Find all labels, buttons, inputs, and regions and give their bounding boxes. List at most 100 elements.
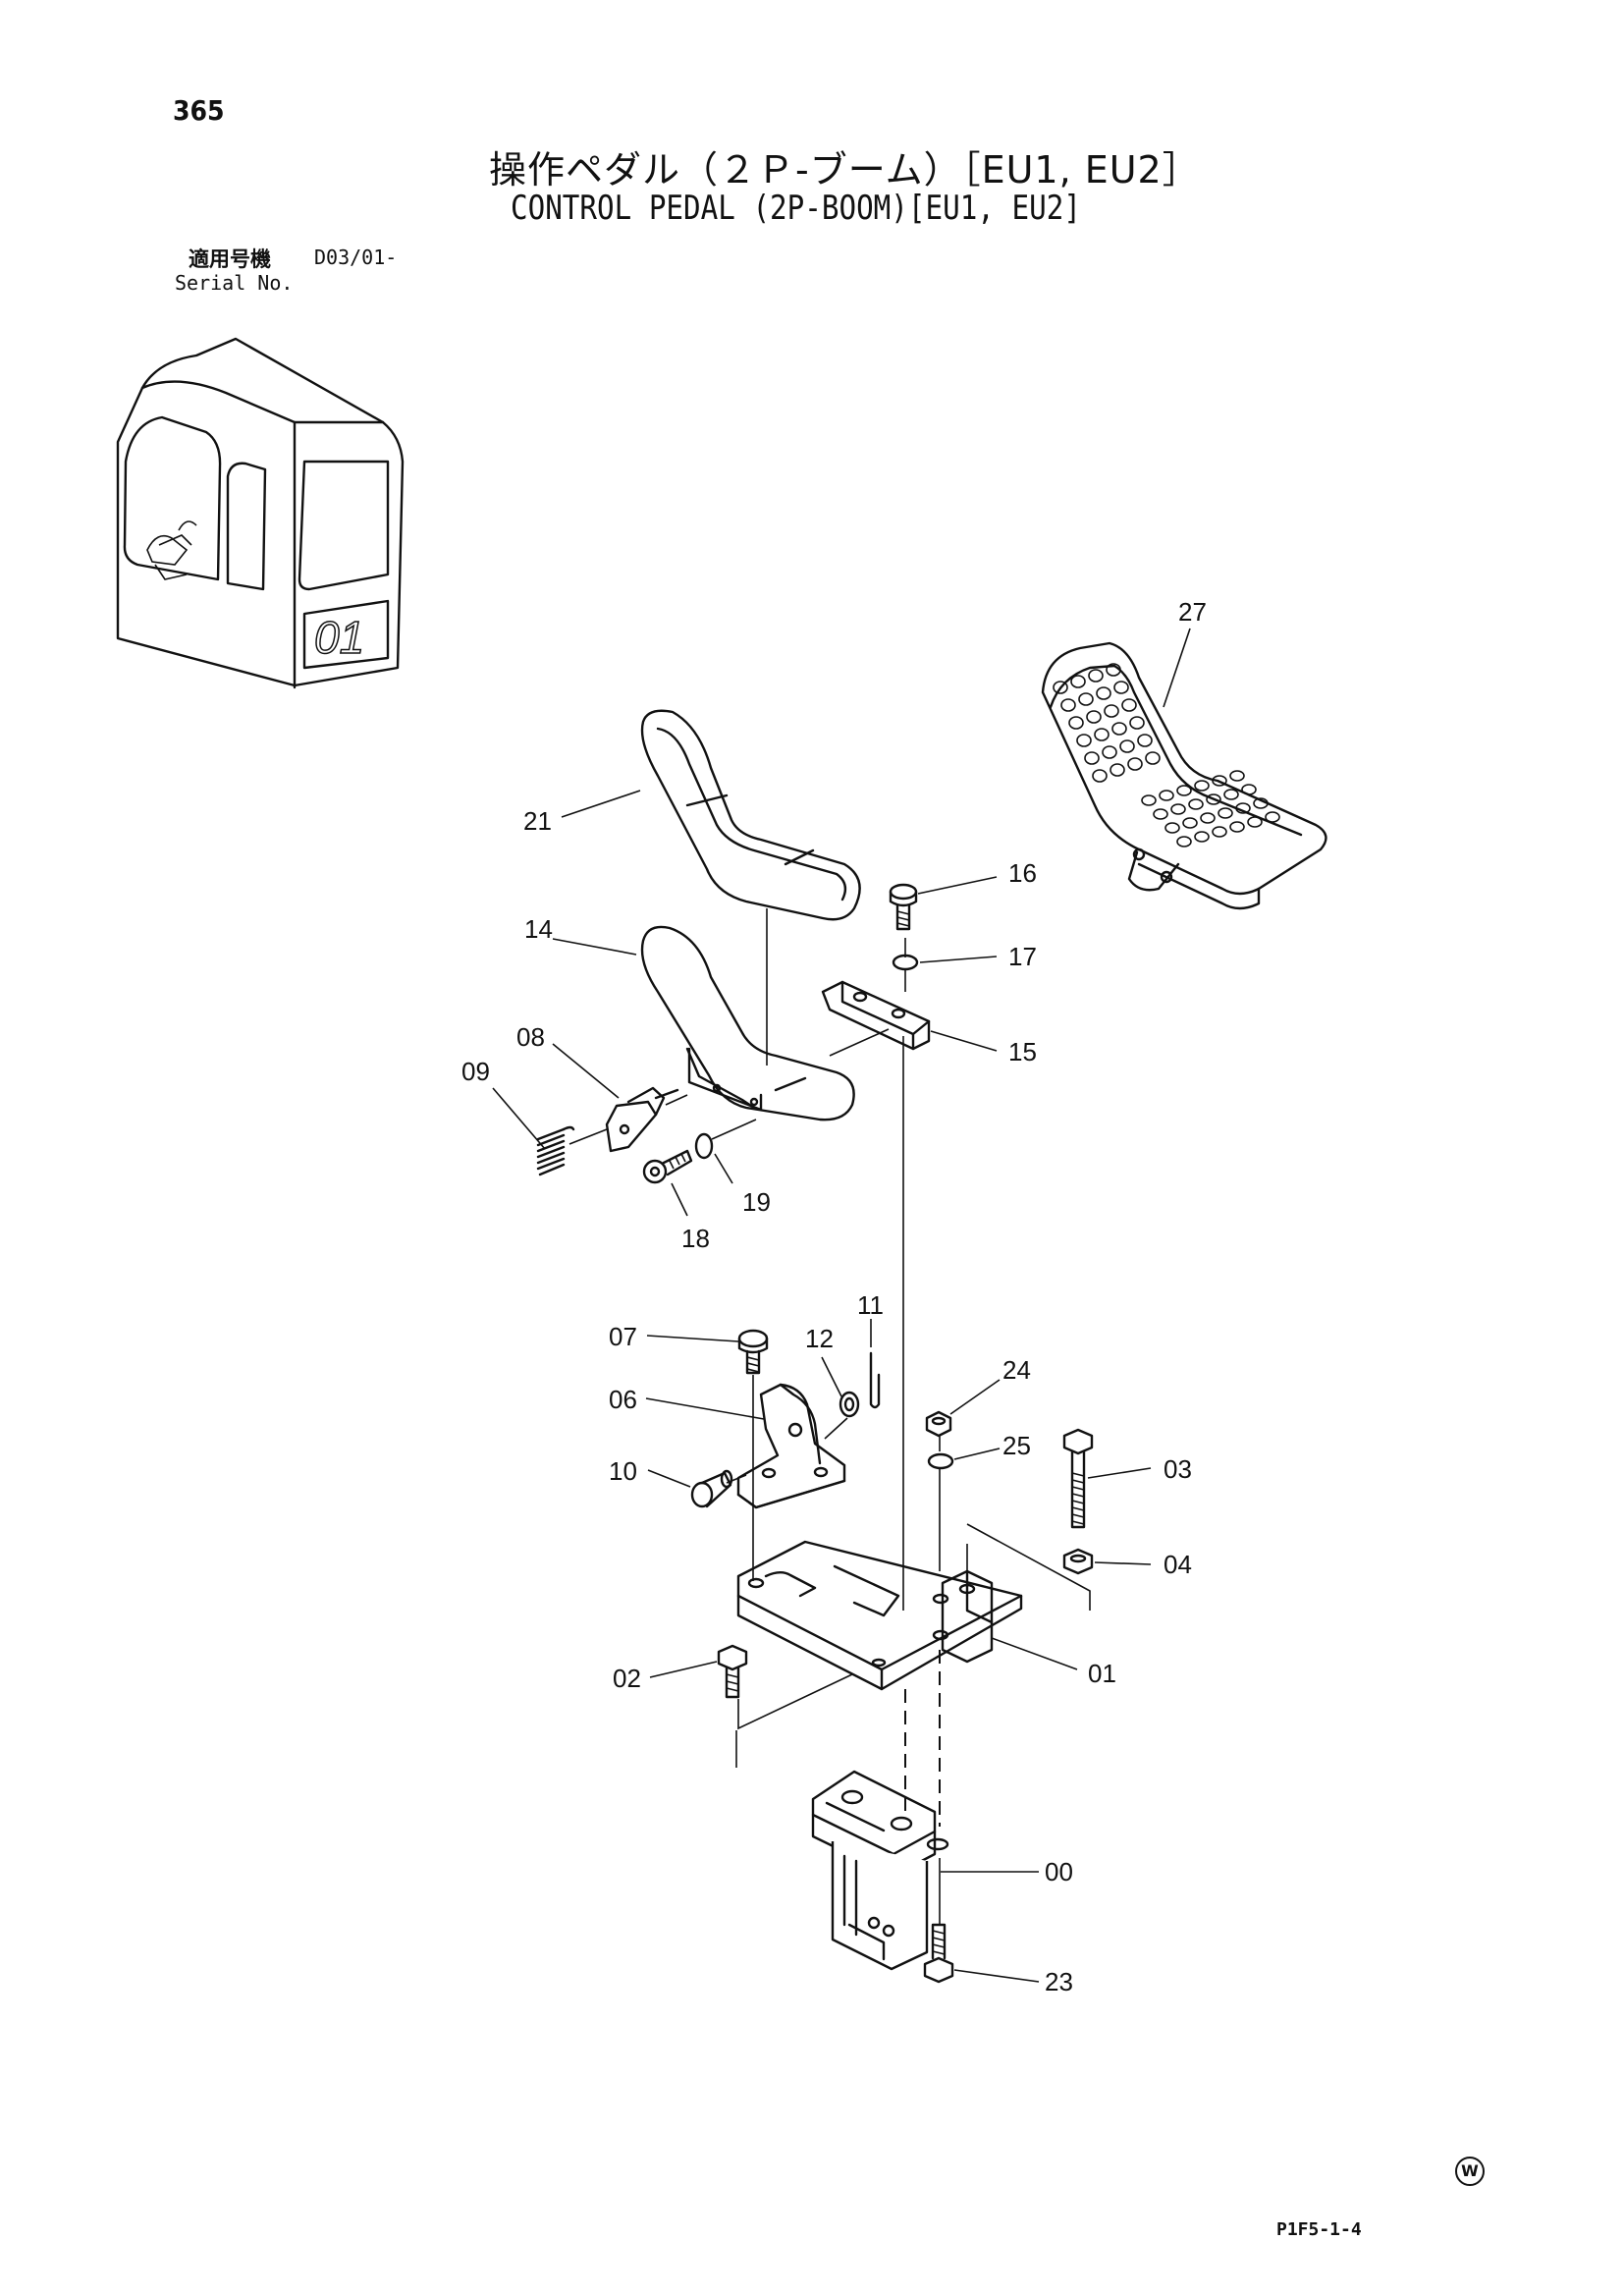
grip-dot [1153, 808, 1168, 820]
part-12-washer [839, 1391, 860, 1418]
grip-dot [1078, 692, 1094, 706]
part-00-pilot-valve [811, 1770, 949, 1971]
grip-dot [1106, 663, 1121, 677]
label-09: 09 [461, 1057, 490, 1086]
part-07-bolt [737, 1329, 769, 1375]
grip-dot [1111, 722, 1127, 736]
grip-dot [1092, 769, 1108, 783]
title-english: CONTROL PEDAL (2P-BOOM)[EU1, EU2] [511, 189, 1081, 228]
part-04-nut [1062, 1548, 1094, 1575]
label-23: 23 [1045, 1967, 1073, 1996]
grip-dot [1229, 821, 1245, 833]
label-12: 12 [805, 1324, 834, 1353]
grip-dot [1113, 681, 1129, 694]
label-01: 01 [1088, 1659, 1116, 1688]
grip-dot [1137, 734, 1153, 747]
grip-dot [1086, 710, 1102, 724]
label-10: 10 [609, 1456, 637, 1486]
grip-dot [1068, 716, 1084, 730]
part-09-spring [536, 1125, 575, 1176]
grip-dot [1141, 794, 1157, 806]
part-02-bolt [717, 1644, 748, 1699]
part-17-washer [892, 954, 919, 971]
part-10-pin [690, 1469, 733, 1508]
leader-lines [492, 628, 1191, 1983]
part-19-washer [694, 1132, 714, 1160]
label-00: 00 [1045, 1857, 1073, 1886]
grip-dot [1060, 698, 1076, 712]
grip-dot [1104, 704, 1119, 718]
page-number: 365 [173, 94, 225, 127]
grip-dot [1200, 812, 1216, 824]
serial-value: D03/01- [314, 246, 398, 269]
part-21-pedal-pad [640, 709, 861, 921]
part-11-cotter-pin [869, 1351, 881, 1409]
part-15-bracket [821, 980, 931, 1051]
label-02: 02 [613, 1664, 641, 1693]
grip-dot [1212, 826, 1227, 838]
part-18-bolt [642, 1149, 693, 1184]
part-number-labels: 27 21 16 14 17 08 15 09 19 18 11 07 12 2… [461, 597, 1207, 1996]
assembly-lines [568, 908, 1091, 1925]
grip-dot [1170, 803, 1186, 815]
grip-dot [1265, 811, 1280, 823]
label-19: 19 [742, 1187, 771, 1217]
part-25-washer [927, 1452, 954, 1470]
grip-dot [1127, 757, 1143, 771]
part-24-nut [925, 1410, 952, 1438]
grip-dot [1182, 817, 1198, 829]
part-16-bolt [889, 883, 918, 931]
label-04: 04 [1164, 1550, 1192, 1579]
grip-dot [1076, 734, 1092, 747]
label-03: 03 [1164, 1454, 1192, 1484]
part-06-pivot-bracket [736, 1383, 846, 1509]
grip-dot [1223, 789, 1239, 800]
part-08-spring-bracket [605, 1086, 679, 1153]
label-24: 24 [1002, 1355, 1031, 1385]
grip-dot [1212, 775, 1227, 787]
part-23-bolt [923, 1923, 954, 1984]
label-07: 07 [609, 1322, 637, 1351]
grip-dot [1129, 716, 1145, 730]
label-14: 14 [524, 914, 553, 944]
grip-dot [1241, 784, 1257, 795]
grip-dot [1096, 686, 1111, 700]
label-18: 18 [681, 1224, 710, 1253]
cab-location-mark: 01 [314, 612, 364, 663]
label-25: 25 [1002, 1431, 1031, 1460]
label-21: 21 [523, 806, 552, 836]
part-14-pedal-plate [640, 925, 855, 1121]
grip-dot [1176, 836, 1192, 847]
grip-dot [1218, 807, 1233, 819]
grip-dot [1145, 751, 1161, 765]
grip-dot [1102, 745, 1117, 759]
label-16: 16 [1008, 858, 1037, 888]
label-17: 17 [1008, 942, 1037, 971]
serial-label-english: Serial No. [175, 271, 294, 295]
grip-dot [1070, 675, 1086, 688]
serial-label-japanese: 適用号機 [189, 247, 271, 271]
grip-dot [1229, 770, 1245, 782]
grip-dot [1164, 822, 1180, 834]
grip-dot [1206, 793, 1221, 805]
grip-dot [1188, 798, 1204, 810]
part-03-bolt [1062, 1428, 1094, 1529]
label-11: 11 [857, 1290, 884, 1320]
grip-dot [1235, 802, 1251, 814]
grip-dot [1121, 698, 1137, 712]
title-japanese: 操作ペダル（２Ｐ-ブーム）［EU1, EU2］ [489, 148, 1201, 191]
grip-dot [1253, 797, 1269, 809]
grip-dot [1194, 780, 1210, 792]
grip-dot [1088, 669, 1104, 683]
cab-location-thumbnail: 01 [116, 337, 405, 689]
grip-dot [1084, 751, 1100, 765]
label-06: 06 [609, 1385, 637, 1414]
drawing-code: P1F5-1-4 [1276, 2219, 1362, 2240]
grip-dot [1110, 763, 1125, 777]
label-27: 27 [1178, 597, 1207, 627]
part-01-base-plate [736, 1540, 1023, 1691]
label-08: 08 [516, 1022, 545, 1052]
grip-dot [1176, 785, 1192, 796]
part-27-pedal-rubber-cover [1041, 641, 1327, 910]
